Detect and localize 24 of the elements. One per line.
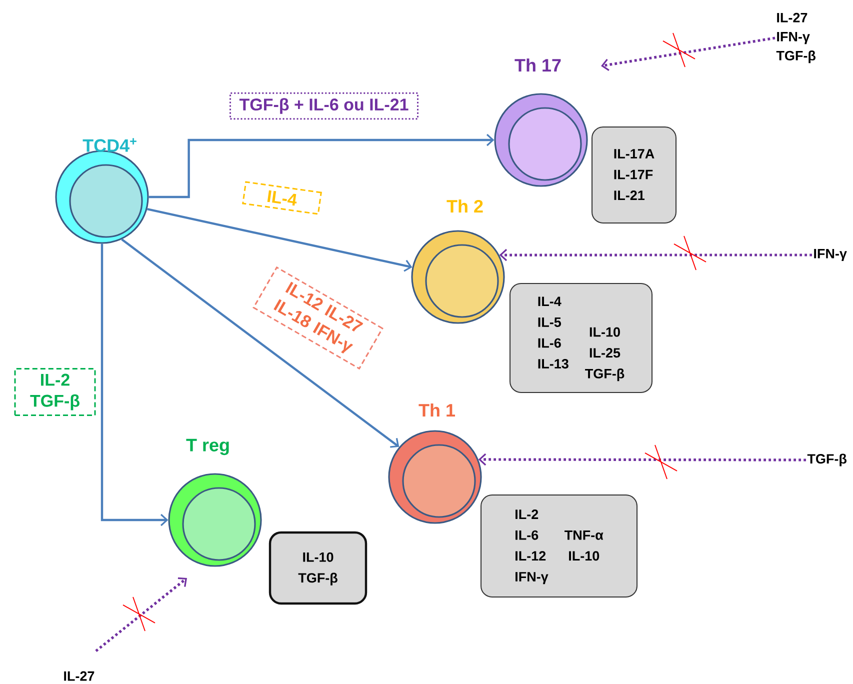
cytokine-box: IL-10 TGF-β — [268, 531, 368, 605]
edge-label: IL-4 — [242, 181, 322, 215]
cytokine-box: IL-2 IL-6 IL-12 IFN-γ TNF-α IL-10 — [480, 494, 638, 598]
arrow — [499, 248, 812, 262]
edge-label: IL-2 TGF-β — [14, 368, 96, 416]
cytokine-text: TGF-β — [807, 454, 846, 466]
cytokine-box: IL-17A IL-17F IL-21 — [592, 126, 676, 224]
arrow — [146, 208, 412, 272]
arrow — [121, 238, 400, 448]
arrow — [95, 577, 187, 652]
arrow — [601, 36, 776, 71]
cytokine-box: IL-4 IL-5 IL-6 IL-13 IL-10 IL-25 TGF-β — [510, 283, 652, 393]
cell-label: TCD4$^{+}$ — [82, 138, 136, 152]
edge-label: TGF-β + IL-6 ou IL-21 — [230, 92, 419, 120]
arrow — [478, 453, 806, 466]
cytokine-text: IL-27 — [64, 671, 94, 681]
cytokine-text: IFN-γ — [814, 248, 847, 262]
arrow — [148, 134, 494, 198]
arrow — [100, 244, 168, 526]
cell-label: Th 2 — [446, 199, 483, 213]
cell-label: Th 1 — [418, 403, 455, 417]
cytokine-text: IL-27 IFN-γ TGF-β — [776, 12, 816, 64]
cell-label: T reg — [186, 438, 229, 456]
cell-label: Th 17 — [514, 58, 561, 72]
